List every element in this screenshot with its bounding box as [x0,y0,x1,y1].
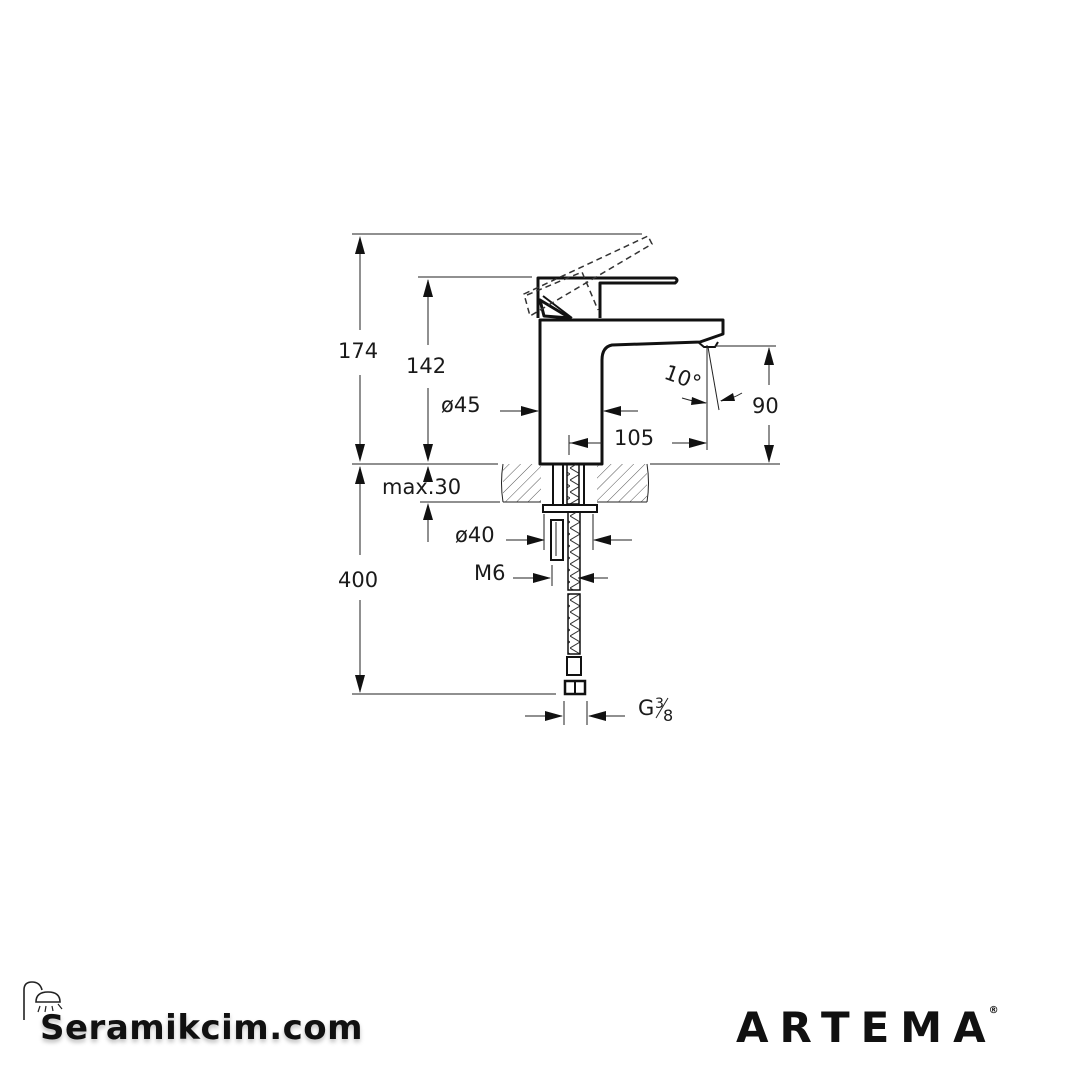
dimension-body-diameter: ø45 [441,393,638,417]
svg-text:3: 3 [655,696,664,712]
svg-text:10°: 10° [661,360,704,395]
artema-text: ARTEMA [736,1003,997,1052]
svg-text:8: 8 [663,706,673,725]
svg-text:174: 174 [338,339,378,363]
dimension-spout-reach: 105 [568,345,708,455]
svg-text:90: 90 [752,394,779,418]
svg-text:max.30: max.30 [382,475,461,499]
dimension-hose-length: 400 [338,466,378,693]
dimension-counter-thickness: max.30 [382,466,461,542]
svg-text:142: 142 [406,354,446,378]
dimension-total-height: 174 [338,236,378,462]
mounting-hardware [542,463,598,696]
shower-head-icon [23,981,63,1020]
dimension-spout-height: 90 [715,345,779,463]
seramikcim-text: Seramikcim.com [40,1008,364,1048]
dimension-hose-connector: G 3 8 [525,696,673,725]
svg-text:M6: M6 [474,561,505,585]
countertop [501,463,649,503]
svg-text:G: G [638,696,654,720]
dimension-spout-angle: 10° [661,346,743,411]
dimension-mount-diameter: ø40 [455,514,632,550]
dimension-stud-thread: M6 [474,561,608,586]
dimension-body-height: 142 [406,279,446,462]
svg-text:400: 400 [338,568,378,592]
registered-mark: ® [988,1005,999,1016]
svg-text:ø40: ø40 [455,523,495,547]
seramikcim-logo: Seramikcim.com [18,978,398,1058]
svg-text:105: 105 [614,426,654,450]
artema-logo: ARTEMA® [736,1003,1007,1052]
faucet-body [523,235,725,466]
svg-text:ø45: ø45 [441,393,481,417]
